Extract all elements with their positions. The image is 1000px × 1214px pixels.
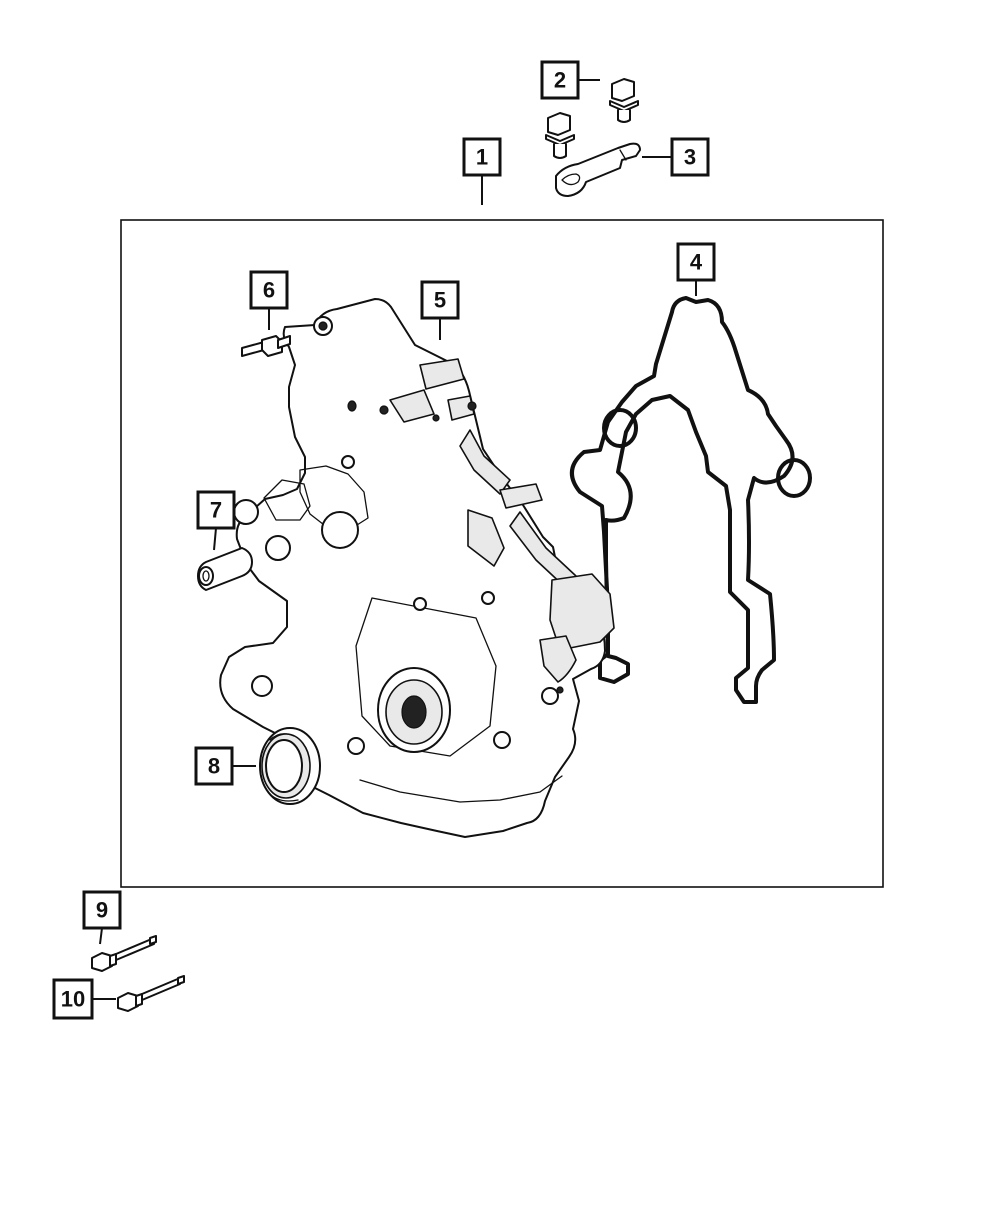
crankshaft-seal-icon (259, 727, 321, 805)
callout-8: 8 (194, 746, 256, 786)
callout-9: 9 (82, 890, 122, 945)
callout-6-label: 6 (263, 278, 275, 303)
callout-5: 5 (420, 280, 460, 340)
bracket-icon (555, 142, 641, 197)
timing-cover-icon (219, 298, 615, 838)
callout-2-label: 2 (554, 68, 566, 93)
callout-3-label: 3 (684, 145, 696, 170)
callout-4: 4 (676, 242, 716, 296)
callout-5-label: 5 (434, 288, 446, 313)
callout-10: 10 (52, 978, 116, 1020)
dowel-sleeve-icon (197, 547, 253, 591)
callout-1-label: 1 (476, 145, 488, 170)
callout-3: 3 (642, 137, 710, 177)
long-bolt-icon (91, 935, 157, 972)
callout-8-label: 8 (208, 754, 220, 779)
gasket-icon (570, 296, 812, 704)
assembly-frame (120, 219, 884, 888)
callout-6: 6 (249, 270, 289, 330)
hex-flange-bolt-icon (545, 78, 639, 159)
callout-2: 2 (540, 60, 600, 100)
callout-4-label: 4 (690, 250, 703, 275)
callout-7-label: 7 (210, 498, 222, 523)
stud-icon (241, 335, 291, 357)
callout-1: 1 (462, 137, 502, 205)
long-bolt-icon (117, 975, 185, 1012)
callout-7: 7 (196, 490, 236, 551)
callout-9-label: 9 (96, 898, 108, 923)
callout-10-label: 10 (61, 987, 85, 1012)
